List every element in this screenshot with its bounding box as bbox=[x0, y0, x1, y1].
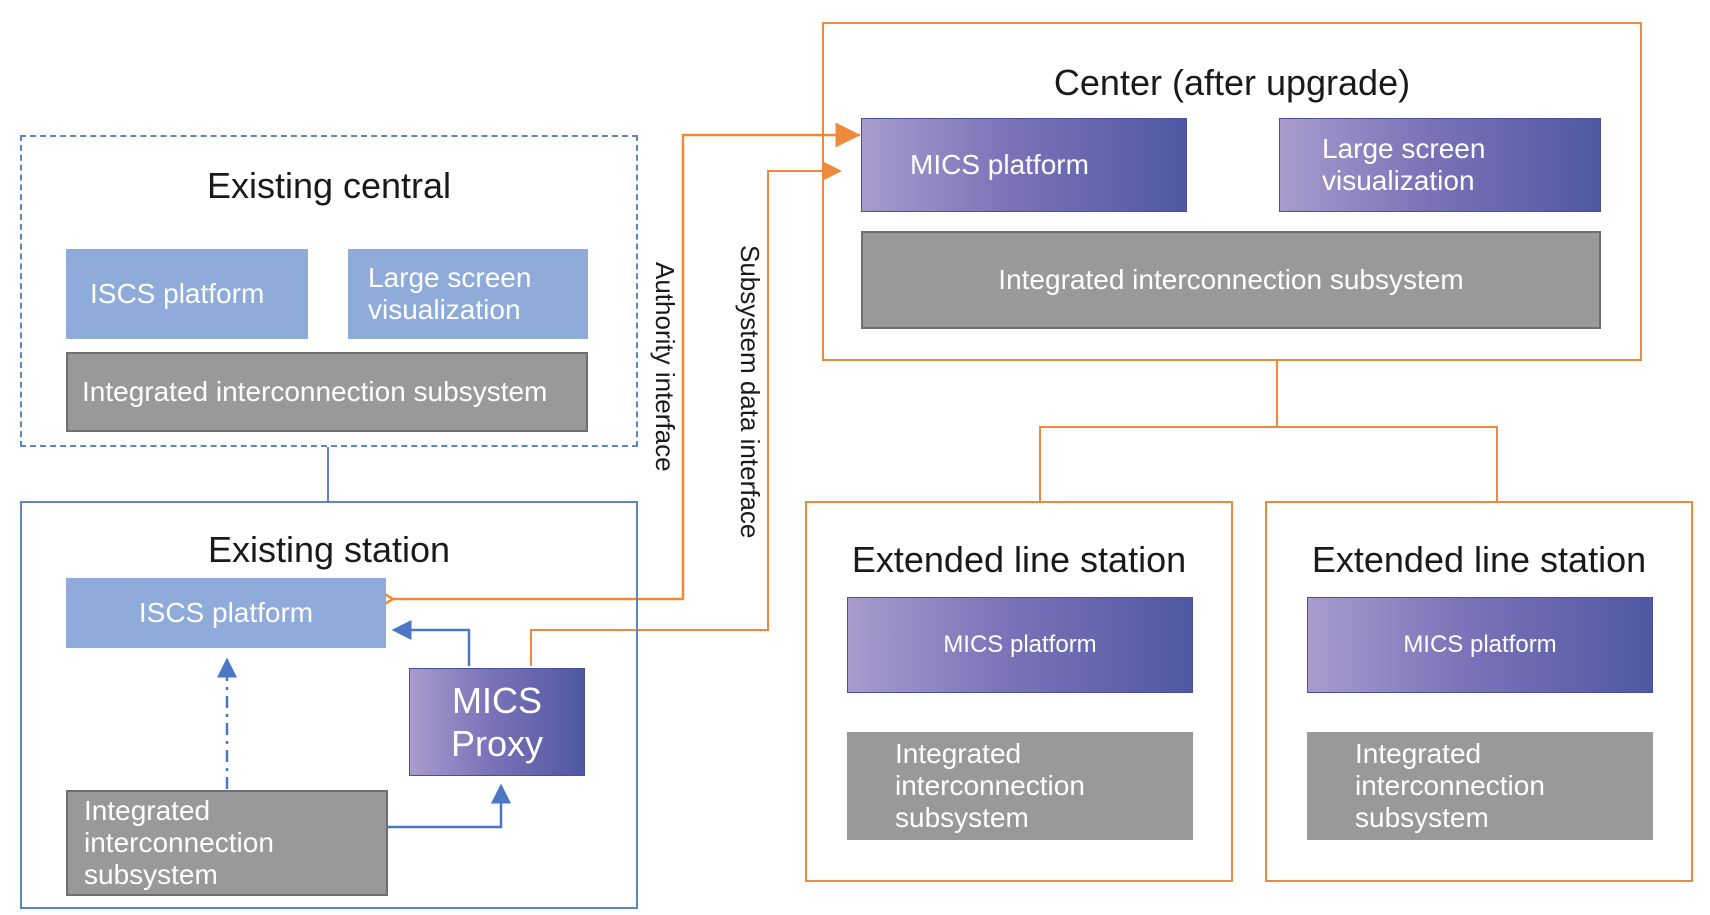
existing-central-title: Existing central bbox=[206, 165, 452, 206]
extended-1-integrated-subsystem: Integrated interconnection subsystem bbox=[847, 732, 1193, 840]
central-integrated-label: Integrated interconnection subsystem bbox=[82, 375, 548, 407]
central-large-screen: Large screen visualization bbox=[348, 249, 588, 339]
extended-1-mics-platform: MICS platform bbox=[847, 597, 1193, 693]
extended-station-2: Extended line station MICS platform Inte… bbox=[1265, 501, 1693, 882]
extended-station-1: Extended line station MICS platform Inte… bbox=[805, 501, 1233, 882]
extended-1-mics-label: MICS platform bbox=[943, 631, 1097, 659]
center-mics-platform: MICS platform bbox=[861, 118, 1187, 212]
authority-interface-label: Authority interface bbox=[650, 262, 680, 472]
extended-2-integrated-subsystem: Integrated interconnection subsystem bbox=[1307, 732, 1653, 840]
existing-central-group: Existing central ISCS platform Large scr… bbox=[20, 135, 638, 447]
extended-1-integrated-label: Integrated interconnection subsystem bbox=[895, 737, 1085, 834]
extended-branch-line bbox=[1039, 426, 1498, 501]
central-large-screen-label: Large screen visualization bbox=[368, 261, 532, 325]
mics-proxy: MICS Proxy bbox=[409, 668, 585, 776]
center-group: Center (after upgrade) MICS platform Lar… bbox=[822, 22, 1642, 361]
existing-station-title: Existing station bbox=[207, 529, 451, 570]
central-iscs-platform: ISCS platform bbox=[66, 249, 308, 339]
extended-2-mics-platform: MICS platform bbox=[1307, 597, 1653, 693]
center-integrated-subsystem: Integrated interconnection subsystem bbox=[861, 231, 1601, 329]
mics-proxy-label: MICS Proxy bbox=[450, 679, 544, 764]
central-integrated-subsystem: Integrated interconnection subsystem bbox=[66, 352, 588, 432]
station-iscs-platform: ISCS platform bbox=[66, 578, 386, 648]
center-large-screen: Large screen visualization bbox=[1279, 118, 1601, 212]
extended-station-2-title: Extended line station bbox=[1311, 539, 1647, 580]
extended-2-integrated-label: Integrated interconnection subsystem bbox=[1355, 737, 1545, 834]
station-integrated-subsystem: Integrated interconnection subsystem bbox=[66, 790, 388, 896]
extended-station-1-title: Extended line station bbox=[851, 539, 1187, 580]
station-integrated-label: Integrated interconnection subsystem bbox=[84, 794, 274, 891]
proxy-to-iscs-line bbox=[391, 620, 471, 666]
central-iscs-label: ISCS platform bbox=[90, 277, 265, 309]
existing-station-group: Existing station ISCS platform MICS Prox… bbox=[20, 501, 638, 909]
center-mics-label: MICS platform bbox=[910, 148, 1089, 180]
center-title: Center (after upgrade) bbox=[1053, 62, 1411, 103]
station-iscs-label: ISCS platform bbox=[138, 596, 314, 628]
authority-interface-line bbox=[393, 133, 860, 599]
center-large-screen-label: Large screen visualization bbox=[1322, 132, 1486, 196]
integrated-to-proxy-line bbox=[385, 783, 511, 829]
center-integrated-label: Integrated interconnection subsystem bbox=[998, 263, 1464, 295]
subsystem-data-interface-label: Subsystem data interface bbox=[735, 245, 765, 539]
subsystem-data-interface-line bbox=[530, 161, 842, 666]
extended-2-mics-label: MICS platform bbox=[1403, 631, 1557, 659]
